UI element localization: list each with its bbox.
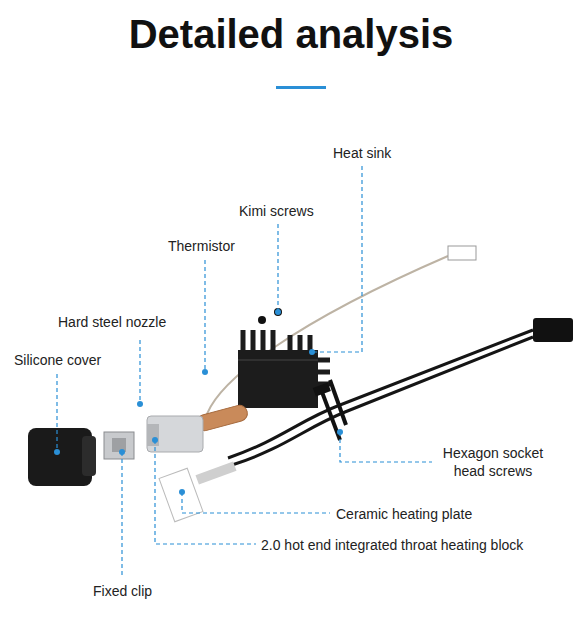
ceramic-plate (159, 468, 203, 521)
leader-line (139, 340, 140, 404)
fin (318, 370, 330, 375)
part-label: Silicone cover (14, 351, 101, 369)
heat-sink-edge (238, 360, 318, 361)
part-label: Thermistor (168, 237, 235, 255)
leader-line (121, 452, 122, 578)
leader-line (155, 440, 256, 544)
fin (298, 335, 303, 352)
fin (271, 330, 276, 352)
part-label: 2.0 hot end integrated throat heating bl… (261, 536, 523, 554)
fin (251, 330, 256, 352)
leader-dot (275, 309, 281, 315)
hex-screw (330, 380, 346, 425)
leader-dot (337, 429, 343, 435)
leader-dot (54, 449, 60, 455)
heater-wire (228, 330, 533, 458)
leader-dot (119, 449, 125, 455)
leader-line (204, 260, 205, 372)
leader-line (340, 432, 432, 462)
leader-dot (202, 369, 208, 375)
fin (318, 358, 330, 363)
leader-dot (152, 437, 158, 443)
fin (288, 335, 293, 352)
hex-screw-head (313, 383, 331, 397)
leader-dots (54, 309, 343, 495)
leader-line (182, 492, 330, 513)
leader-dot (137, 401, 143, 407)
heating-block-face (147, 424, 159, 446)
fixed-clip (104, 432, 134, 459)
heater-sleeve (195, 461, 236, 484)
heat-sink-body (238, 350, 318, 408)
part-label: Hexagon socket head screws (434, 444, 552, 480)
title-underline (276, 86, 326, 89)
page-title: Detailed analysis (0, 12, 582, 57)
leader-dot (179, 489, 185, 495)
part-label: Heat sink (333, 144, 391, 162)
silicone-cover-lip (82, 436, 96, 476)
leader-line (312, 166, 362, 352)
leader-line (277, 224, 278, 312)
part-label: Ceramic heating plate (336, 505, 472, 523)
fin (261, 330, 266, 352)
leader-line (56, 374, 57, 452)
heat-sink-fins (243, 330, 330, 384)
screw (274, 308, 282, 316)
part-label: Fixed clip (93, 582, 152, 600)
thermistor-wire (205, 256, 448, 420)
leader-dot (309, 349, 315, 355)
thermistor-connector (448, 246, 476, 260)
part-label: Hard steel nozzle (58, 313, 166, 331)
fin (241, 330, 246, 352)
heater-connector (533, 318, 573, 342)
screw (258, 316, 266, 324)
part-label: Kimi screws (239, 202, 314, 220)
heating-block (147, 416, 203, 452)
